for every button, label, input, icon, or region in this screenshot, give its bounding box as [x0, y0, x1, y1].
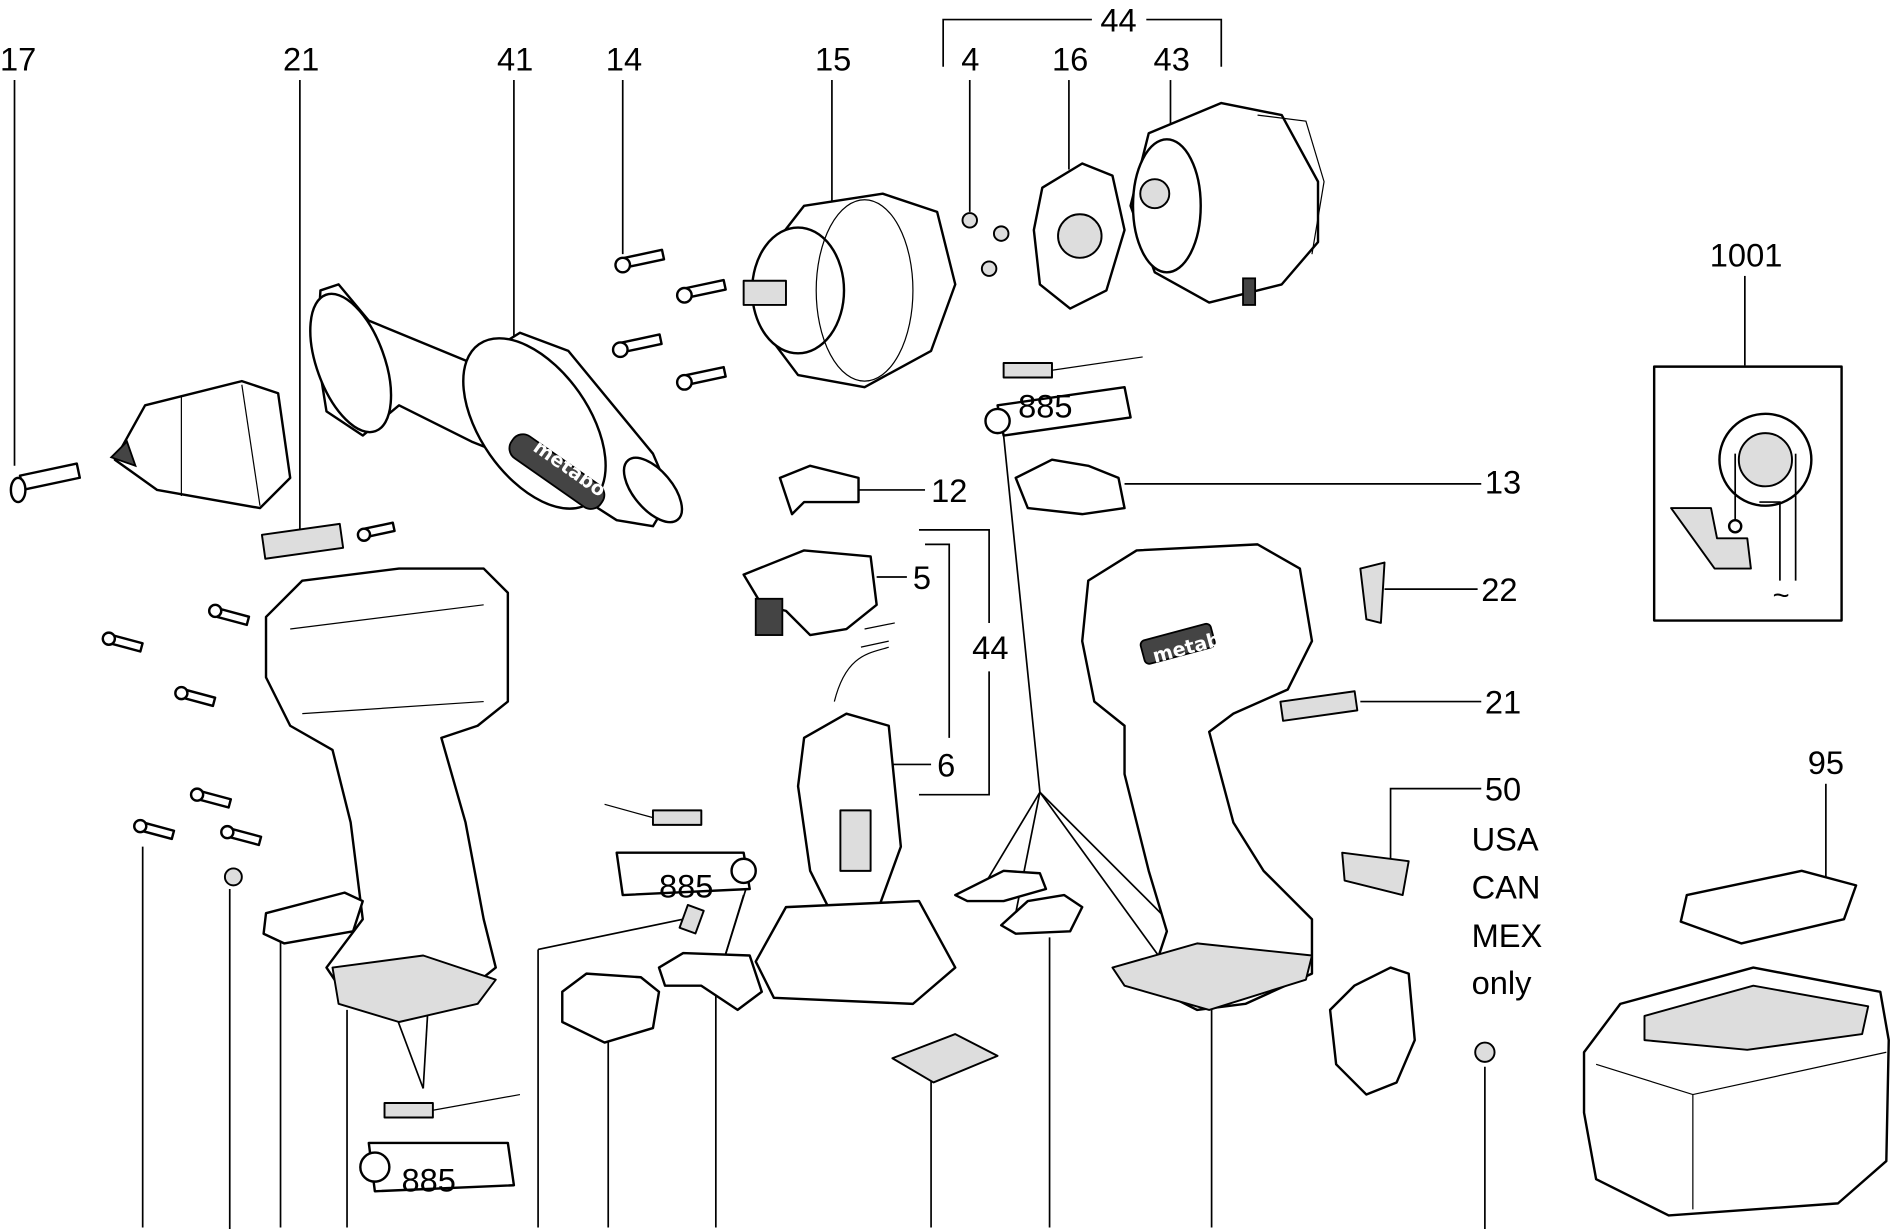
callout-6: 6 — [937, 747, 955, 784]
callout-22: 22 — [1481, 571, 1517, 608]
callout-14-top: 14 — [606, 40, 642, 77]
part-9-clip-b — [999, 893, 1084, 935]
part-13-switch-cover — [1014, 458, 1126, 516]
part-21-label-right — [1279, 690, 1359, 722]
callout-4: 4 — [961, 40, 979, 77]
callout-17: 17 — [0, 40, 36, 77]
part-14-screws-top — [356, 248, 727, 542]
leader-lines — [13, 18, 1827, 1229]
part-40-belt-clip — [1328, 966, 1416, 1096]
callout-7: 7 — [600, 1228, 618, 1229]
callout-21-top: 21 — [283, 40, 319, 77]
part-7-holder — [561, 972, 661, 1044]
part-20-label — [891, 1033, 999, 1084]
part-21-label-left — [260, 522, 345, 560]
callout-1001: 1001 — [1710, 236, 1783, 273]
callout-13: 13 — [1485, 464, 1521, 501]
part-base-plate — [754, 899, 957, 1006]
grease-label-885-middle: 885 — [659, 867, 713, 904]
callout-8-right: 8 — [1203, 1228, 1221, 1229]
callout-44-mid: 44 — [972, 629, 1008, 666]
callout-10: 10 — [699, 1228, 735, 1229]
callout-9: 9 — [1041, 1228, 1059, 1229]
part-9-clip-a — [954, 869, 1048, 903]
part-housing-left — [264, 567, 510, 1023]
callout-21-right: 21 — [1485, 684, 1521, 721]
grease-tube-middle: 885 — [604, 803, 757, 904]
part-4-screws — [961, 212, 1010, 277]
part-95-cover — [1679, 869, 1858, 945]
part-17-screw — [9, 462, 82, 504]
part-40-screw — [1474, 1041, 1496, 1063]
part-12-slider — [778, 464, 860, 516]
part-battery-pack — [1582, 966, 1890, 1217]
callout-8-left: 8 — [339, 1228, 357, 1229]
callout-15: 15 — [815, 40, 851, 77]
callout-11: 11 — [521, 1228, 555, 1229]
grease-tube-top: 885 — [984, 356, 1143, 437]
part-41-side-handle: metabo — [309, 283, 684, 528]
region-note-can: CAN — [1472, 869, 1541, 906]
callout-95: 95 — [1808, 744, 1844, 781]
callout-44-top: 44 — [1100, 2, 1136, 39]
part-22-label — [1359, 561, 1386, 624]
callout-14-bottom: 14 — [126, 1228, 162, 1229]
part-16-bearing-plate — [1032, 162, 1126, 310]
callout-50: 50 — [1485, 771, 1521, 808]
callout-5: 5 — [913, 559, 931, 596]
part-housing-right: metabo — [1081, 543, 1314, 1012]
callout-12: 12 — [931, 472, 967, 509]
part-43-motor — [1129, 101, 1325, 306]
part-42-cover — [262, 891, 364, 945]
part-50-label — [1341, 851, 1410, 896]
region-note-only: only — [1472, 964, 1533, 1001]
part-housing-screws — [101, 603, 263, 887]
grease-label-885-bottom: 885 — [401, 1161, 455, 1198]
callout-41: 41 — [497, 40, 533, 77]
region-note-mex: MEX — [1472, 917, 1543, 954]
part-chuck — [109, 379, 292, 510]
callout-20: 20 — [914, 1228, 950, 1229]
callout-labels: 17 21 41 14 15 44 4 16 43 1001 12 13 5 4… — [0, 2, 1844, 1229]
callout-40: 40 — [1346, 1228, 1382, 1229]
grease-tube-bottom: 885 — [359, 1093, 521, 1198]
part-1001-detail-inset: ~ — [1652, 365, 1843, 622]
callout-16: 16 — [1052, 40, 1088, 77]
part-11-spring — [678, 903, 705, 935]
region-note-usa: USA — [1472, 820, 1539, 857]
part-5-switch — [742, 549, 878, 637]
part-15-gearbox — [742, 192, 957, 389]
callout-43: 43 — [1154, 40, 1190, 77]
tilde-symbol: ~ — [1773, 580, 1790, 612]
callout-42: 42 — [264, 1228, 300, 1229]
part-10-clip — [657, 951, 763, 1012]
grease-label-885-top: 885 — [1018, 387, 1072, 424]
part-6-electronics — [796, 622, 903, 921]
